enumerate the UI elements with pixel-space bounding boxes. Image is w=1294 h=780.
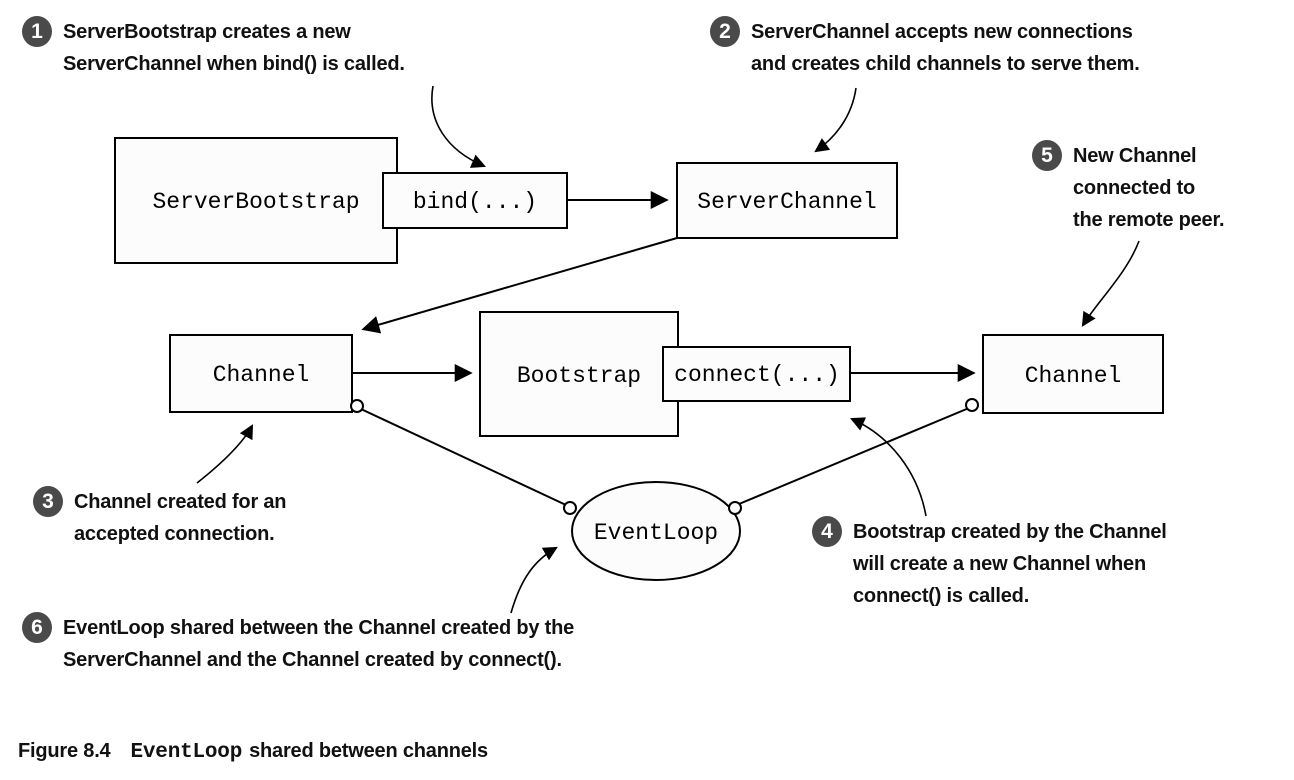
callout-3-badge: 3	[33, 486, 63, 517]
callout-4-line-1: Bootstrap created by the Channel	[853, 521, 1167, 543]
channel-left-box	[169, 334, 353, 413]
serverchannel-to-channel-arrow	[361, 237, 678, 334]
callout-1-badge: 1	[22, 16, 52, 47]
connect-label: connect(...)	[674, 362, 840, 388]
callout-6: 6 EventLoop shared between the Channel c…	[22, 612, 574, 676]
bind-box	[382, 172, 568, 229]
figure-caption: Figure 8.4 EventLoop shared between chan…	[18, 740, 488, 764]
channel-to-eventloop-link	[360, 408, 567, 506]
callout-5: 5 New Channel connected to the remote pe…	[1032, 140, 1225, 236]
callout-4-arrow	[850, 417, 927, 517]
connect-box	[662, 346, 851, 402]
callout-2-arrow	[814, 87, 857, 153]
channel-right-label: Channel	[1025, 363, 1122, 389]
bind-label: bind(...)	[413, 189, 537, 215]
callout-5-line-2: connected to	[1073, 177, 1196, 199]
callout-4-line-2: will create a new Channel when	[853, 553, 1146, 575]
callout-3-line-1: Channel created for an	[74, 491, 287, 513]
callout-1-line-1: ServerBootstrap creates a new	[63, 21, 351, 43]
callout-2-line-2: and creates child channels to serve them…	[751, 53, 1140, 75]
callout-5-badge: 5	[1032, 140, 1062, 171]
callout-6-line-2: ServerChannel and the Channel created by…	[63, 649, 562, 671]
callout-5-arrow	[1081, 240, 1140, 327]
callout-1-line-2: ServerChannel when bind() is called.	[63, 53, 405, 75]
channel-right-box	[982, 334, 1164, 414]
figure-caption-text: shared between channels	[249, 740, 488, 762]
channel-left-label: Channel	[213, 362, 310, 388]
callout-2-line-1: ServerChannel accepts new connections	[751, 21, 1133, 43]
channel-right-port-circle	[965, 398, 979, 412]
eventloop-to-channel-link	[738, 407, 970, 505]
server-channel-label: ServerChannel	[697, 189, 876, 215]
callout-6-badge: 6	[22, 612, 52, 643]
callout-4-badge: 4	[812, 516, 842, 547]
server-bootstrap-box	[114, 137, 398, 264]
callout-3-line-2: accepted connection.	[74, 523, 275, 545]
callout-5-line-3: the remote peer.	[1073, 209, 1225, 231]
server-channel-box	[676, 162, 898, 239]
channel-left-port-circle	[350, 399, 364, 413]
callout-6-line-1: EventLoop shared between the Channel cre…	[63, 617, 575, 639]
callout-1-arrow	[431, 85, 486, 168]
eventloop-right-port-circle	[728, 501, 742, 515]
event-loop-ellipse	[571, 481, 741, 581]
figure-caption-number: Figure 8.4	[18, 740, 111, 762]
callout-3: 3 Channel created for an accepted connec…	[33, 486, 287, 550]
event-loop-label: EventLoop	[594, 520, 718, 546]
callout-5-line-1: New Channel	[1073, 145, 1197, 167]
figure-caption-code: EventLoop	[130, 741, 243, 764]
callout-2: 2 ServerChannel accepts new connections …	[710, 16, 1140, 80]
callout-3-arrow	[196, 424, 254, 484]
eventloop-left-port-circle	[563, 501, 577, 515]
callout-1: 1 ServerBootstrap creates a new ServerCh…	[22, 16, 405, 80]
bootstrap-label: Bootstrap	[517, 363, 641, 389]
bootstrap-box	[479, 311, 679, 437]
callout-2-badge: 2	[710, 16, 740, 47]
callout-4: 4 Bootstrap created by the Channel will …	[812, 516, 1167, 612]
callout-4-line-3: connect() is called.	[853, 585, 1030, 607]
server-bootstrap-label: ServerBootstrap	[152, 189, 359, 215]
callout-6-arrow	[510, 546, 558, 614]
